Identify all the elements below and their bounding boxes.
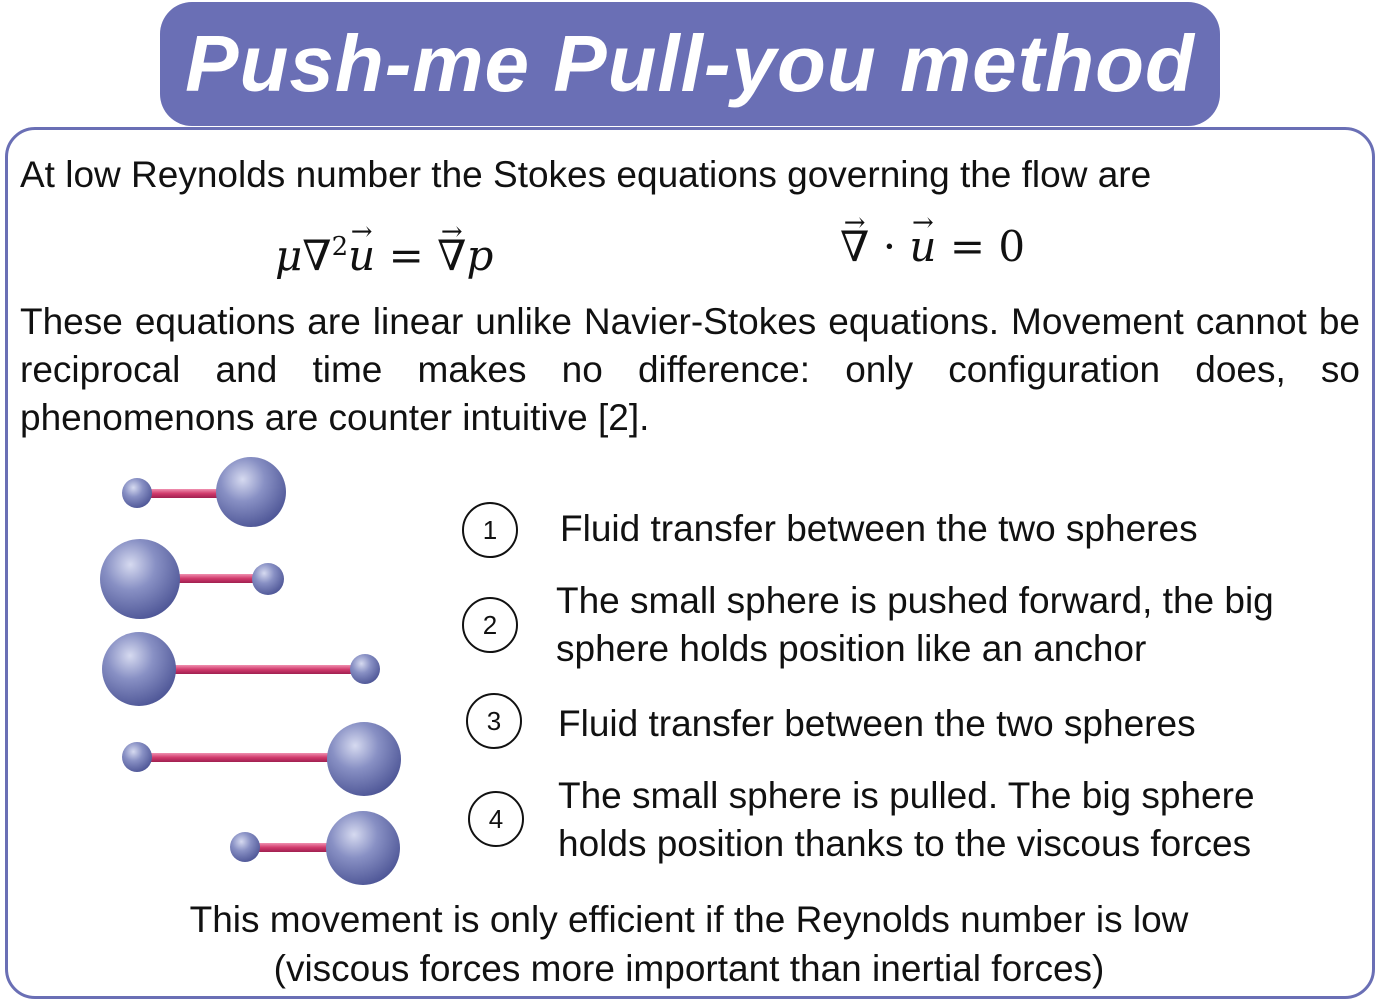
big-sphere <box>102 632 176 706</box>
dot-operator: · <box>882 222 897 271</box>
continuity-equation: ∇ · u = 0 <box>840 222 1025 272</box>
stokes-momentum-equation: μ∇2u = ∇p <box>275 222 493 281</box>
divergence-operator: ∇ <box>840 222 869 272</box>
equals-sign: = <box>388 231 424 280</box>
big-sphere <box>100 539 180 619</box>
big-sphere <box>327 722 401 796</box>
small-sphere <box>122 478 152 508</box>
step-4-text: The small sphere is pulled. The big sphe… <box>558 772 1255 868</box>
configuration-4 <box>122 722 401 796</box>
exponent: 2 <box>331 232 349 262</box>
conclusion-line: (viscous forces more important than iner… <box>273 948 1105 989</box>
small-sphere <box>350 654 380 684</box>
configuration-2 <box>100 539 284 619</box>
step-line: Fluid transfer between the two spheres <box>558 703 1196 744</box>
title-banner: Push-me Pull-you method <box>160 2 1220 126</box>
step-4-number: 4 <box>468 791 524 847</box>
step-line: sphere holds position like an anchor <box>556 628 1147 669</box>
connecting-rod <box>140 574 268 583</box>
step-1-number: 1 <box>462 502 518 558</box>
connecting-rod <box>139 665 365 674</box>
small-sphere <box>252 563 284 595</box>
configuration-3 <box>102 632 380 706</box>
page-title: Push-me Pull-you method <box>185 19 1195 108</box>
small-sphere <box>230 832 260 862</box>
zero-value: 0 <box>998 222 1026 271</box>
pressure-symbol: p <box>466 231 494 280</box>
equals-sign: = <box>949 222 986 271</box>
gradient-operator: ∇ <box>437 231 466 281</box>
intro-text: At low Reynolds number the Stokes equati… <box>20 154 1152 195</box>
explanation-paragraph: These equations are linear unlike Navier… <box>20 301 1360 438</box>
step-2-number: 2 <box>462 597 518 653</box>
velocity-vector: u <box>348 231 375 281</box>
step-3-number: 3 <box>466 693 522 749</box>
big-sphere <box>216 457 286 527</box>
step-1-text: Fluid transfer between the two spheres <box>560 505 1198 553</box>
conclusion-text: This movement is only efficient if the R… <box>0 895 1378 993</box>
small-sphere <box>122 742 152 772</box>
step-3-text: Fluid transfer between the two spheres <box>558 700 1196 748</box>
mu-symbol: μ <box>275 231 303 280</box>
connecting-rod <box>137 489 253 498</box>
step-line: The small sphere is pulled. The big sphe… <box>558 775 1255 816</box>
big-sphere <box>326 811 400 885</box>
nabla-symbol: ∇ <box>302 231 332 280</box>
step-line: Fluid transfer between the two spheres <box>560 508 1198 549</box>
configuration-5 <box>230 811 400 885</box>
swimmer-diagram <box>100 457 401 885</box>
step-2-text: The small sphere is pushed forward, the … <box>556 577 1274 673</box>
conclusion-line: This movement is only efficient if the R… <box>189 899 1189 940</box>
step-line: The small sphere is pushed forward, the … <box>556 580 1274 621</box>
step-line: holds position thanks to the viscous for… <box>558 823 1252 864</box>
configuration-1 <box>122 457 286 527</box>
velocity-vector: u <box>909 222 936 272</box>
connecting-rod <box>137 753 365 762</box>
connecting-rod <box>245 843 365 852</box>
